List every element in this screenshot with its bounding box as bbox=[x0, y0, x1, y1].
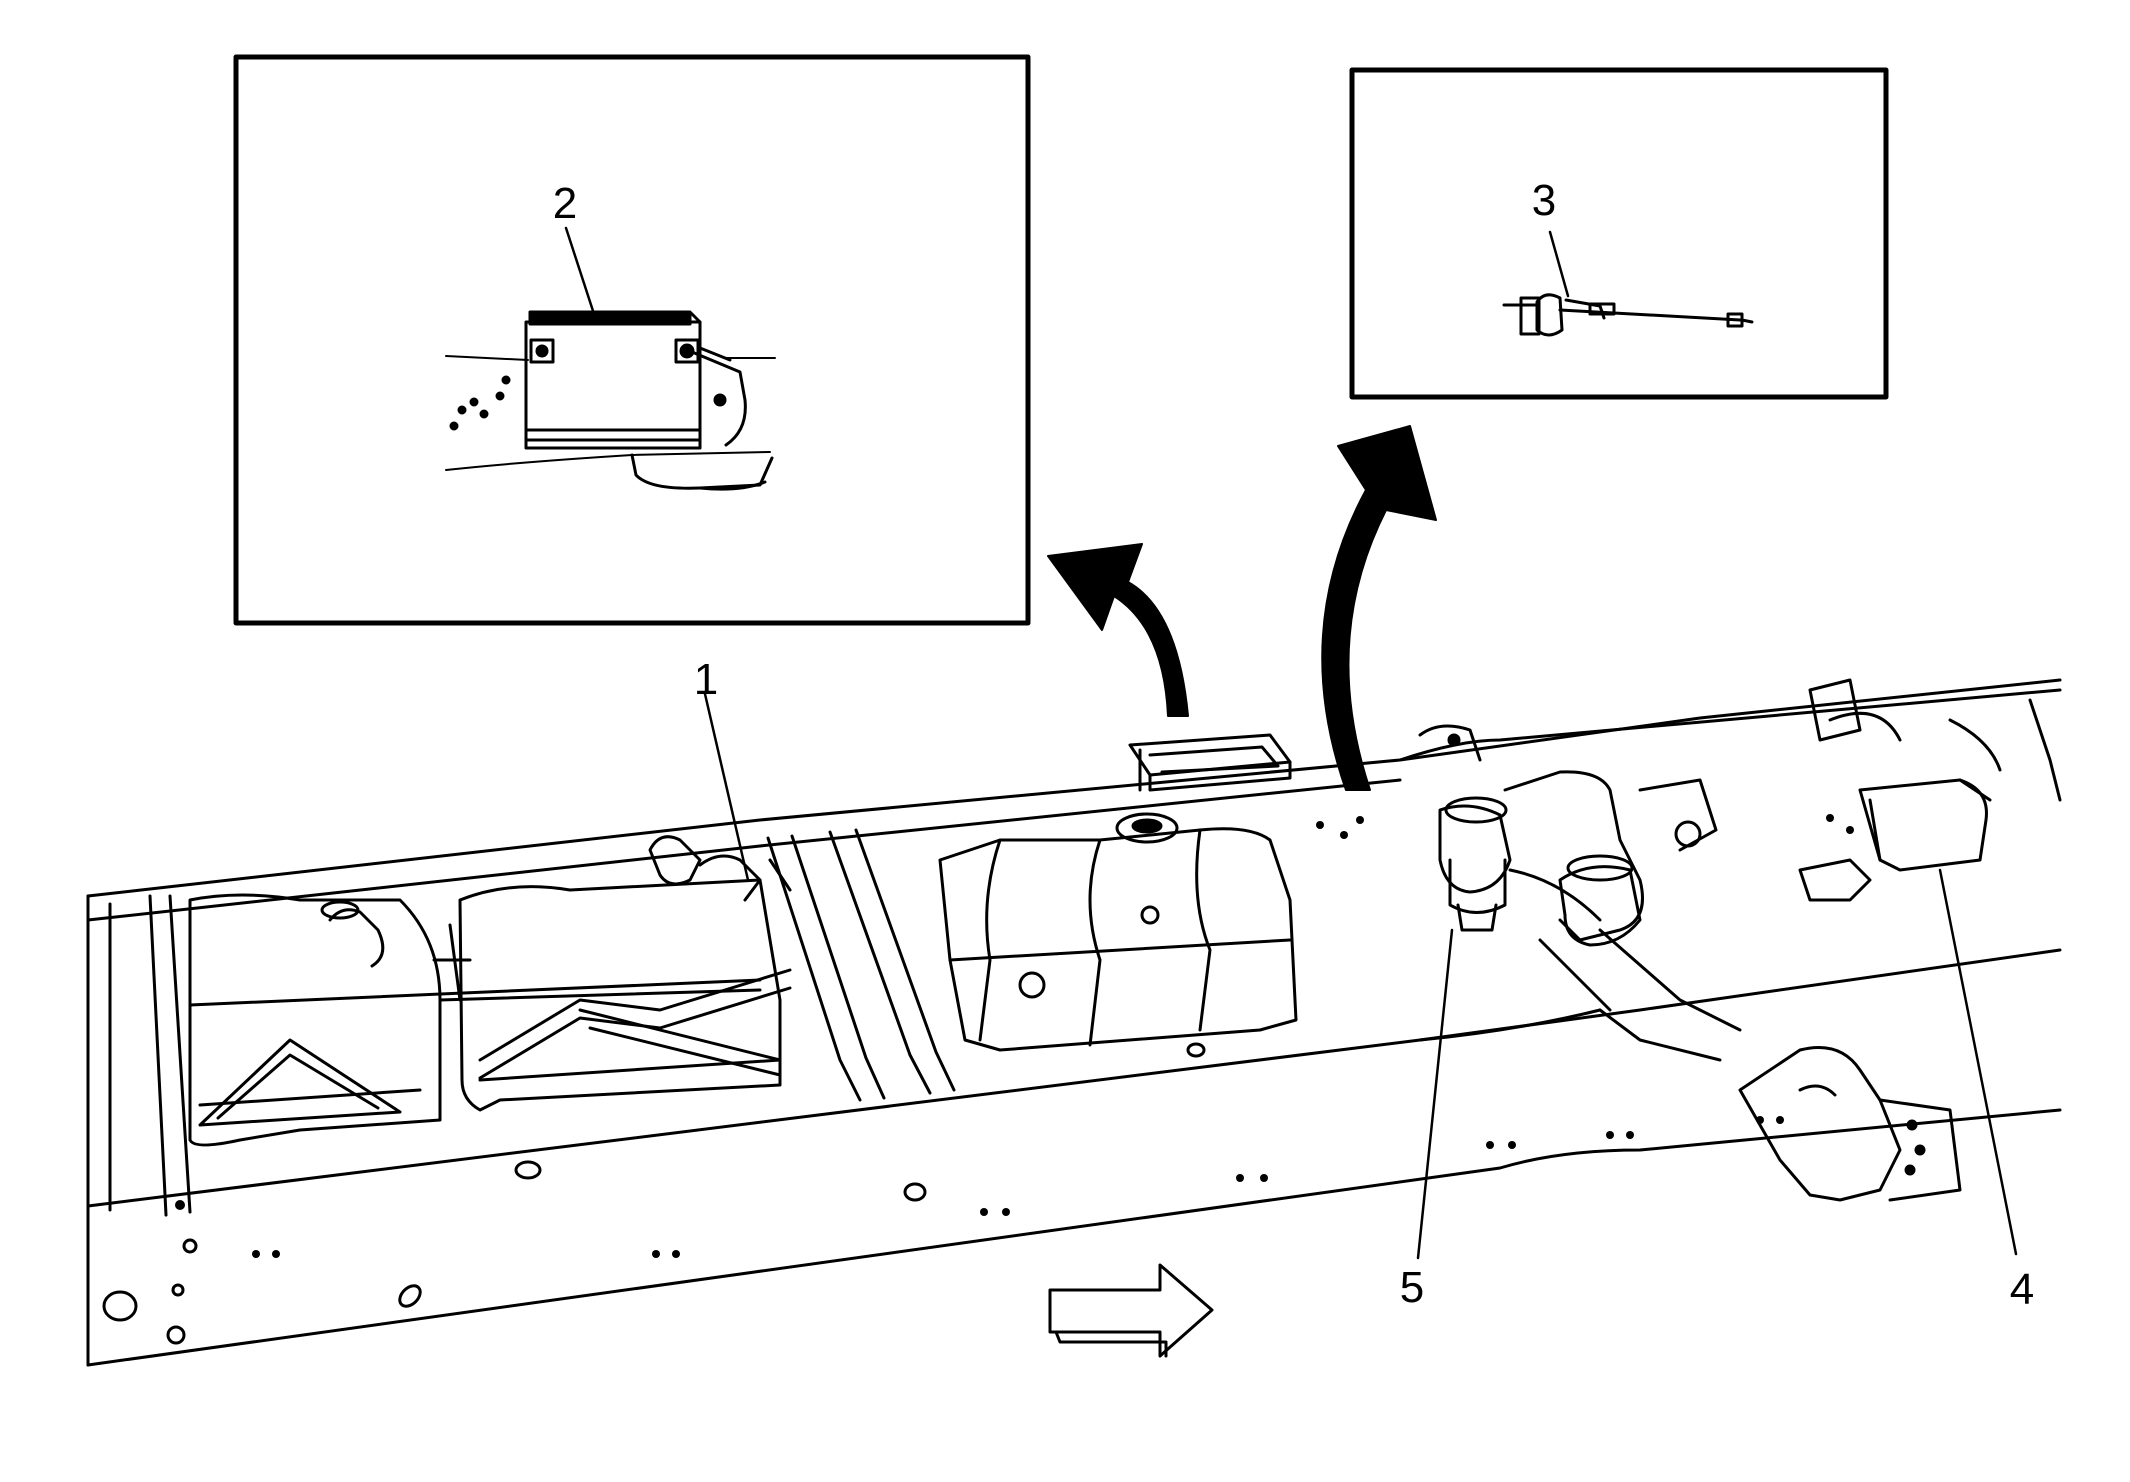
detail-box-sensor bbox=[1349, 67, 1889, 400]
detail-box-battery bbox=[233, 54, 1031, 626]
leader-line-4 bbox=[1938, 868, 2018, 1256]
vehicle-frame bbox=[86, 678, 2062, 1367]
detail-arrow-icon bbox=[1321, 425, 1437, 791]
leader-line-2 bbox=[564, 226, 596, 316]
callout-5: 5 bbox=[1400, 1263, 1424, 1312]
callout-2: 2 bbox=[553, 179, 577, 228]
frame-slots bbox=[102, 1042, 1206, 1322]
leader-line-1 bbox=[703, 692, 750, 882]
leader-line-5 bbox=[1416, 928, 1454, 1260]
leader-line-3 bbox=[1548, 230, 1570, 298]
callout-1: 1 bbox=[694, 655, 718, 704]
callout-3: 3 bbox=[1532, 176, 1556, 225]
callout-4: 4 bbox=[2010, 1265, 2034, 1314]
sensor-detail bbox=[1502, 293, 1754, 337]
direction-arrow-icon bbox=[1048, 1263, 1214, 1358]
frame-holes bbox=[166, 814, 1854, 1345]
battery-detail bbox=[445, 310, 776, 491]
detail-arrow-icon bbox=[1047, 543, 1189, 717]
